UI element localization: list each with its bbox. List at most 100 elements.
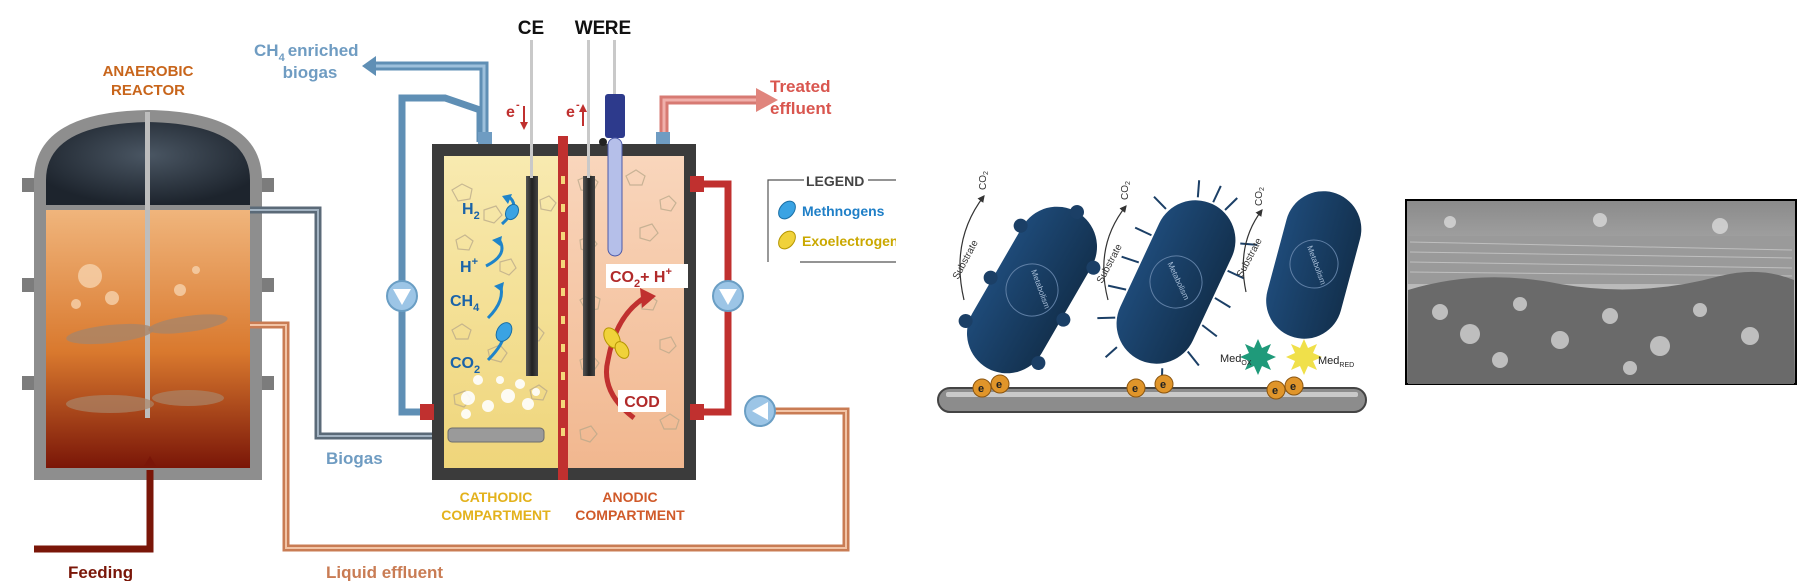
ch4-enriched-label-line2: biogas [283,63,338,82]
svg-text:e: e [1132,383,1138,395]
reference-electrode-head [605,94,625,138]
gas-bubbles [461,375,540,419]
bubble [105,291,119,305]
treated-effluent-label-line2: effluent [770,99,832,118]
ce-wire [530,40,533,178]
substrate-arrows [959,195,1263,301]
pump-blue [386,280,418,312]
membrane-pores [561,176,565,436]
counter-electrode [526,176,538,376]
stirrer-blade [152,390,224,406]
anode-product-box [606,264,688,288]
port-fitting [478,132,492,144]
anodic-label-line2: COMPARTMENT [575,507,685,523]
svg-text:e: e [1290,381,1296,393]
bacteria-panel: Metabolism Metabolism Metabolism [937,171,1367,413]
electron-label-cathode: e [506,104,515,121]
substrate-label-1: Substrate [951,238,981,281]
legend-border [767,179,896,263]
svg-text:e: e [1160,379,1166,391]
feeding-arrowhead [144,456,156,466]
port-fitting [420,404,434,420]
legend: LEGEND Methnogens Exoelectrogens [767,173,906,263]
pump-effluent [744,395,776,427]
gas-diffuser [447,427,545,443]
re-wire [613,40,616,96]
rod-electron-labels: e e e e e e [978,379,1296,397]
anaerobic-reactor: ANAEROBIC REACTOR [22,63,274,480]
port-fitting [690,404,704,420]
bacterium-cytochrome [958,205,1101,374]
biogas-label: Biogas [326,449,383,468]
we-label: WE [575,18,606,39]
stirrer-blade [66,323,154,345]
membrane [558,136,568,480]
liquid-effluent-label: Liquid effluent [326,563,443,581]
treated-effluent-arrowhead [756,88,778,112]
anodic-label-line1: ANODIC [602,489,657,505]
anode-reaction-arrowhead [640,288,656,308]
species-cod: COD [624,394,660,411]
electron-arrowhead-anode [579,104,587,112]
electrochemical-cell [420,40,704,480]
stirrer-shaft [145,112,150,418]
stirrer-blade [66,395,154,413]
bacterium-mediator [1266,191,1362,339]
port-fitting [656,132,670,144]
treated-effluent-pipe [659,95,758,142]
legend-item-exoelectrogens: Exoelectrogens [802,233,906,249]
electron-minus-anode: - [576,99,580,111]
sem-biofilm-texture [1432,213,1759,375]
bubble [78,264,102,288]
legend-title: LEGEND [806,173,864,189]
re-label: RE [605,18,631,39]
port-fitting [690,176,704,192]
svg-text:e: e [978,383,984,395]
anode-reaction-arrow [604,295,646,420]
cathode-reaction-arrowheads [492,194,512,292]
exoelectrogen-cells [603,327,630,359]
bubble [192,266,200,274]
pump-red [712,280,744,312]
methanogen-cells [495,203,520,342]
reactor-title-line2: REACTOR [111,82,185,99]
legend-item-methnogens: Methnogens [802,203,885,219]
co2-label-3: CO2 [1254,187,1266,206]
co2-label-1: CO2 [978,171,990,190]
species-hplus: H+ [460,256,478,276]
bacterium-pili [1097,180,1258,384]
species-ch4: CH4 [450,293,480,314]
stirrer-blade [148,314,228,334]
electron-arrowhead-cathode [520,122,528,130]
substrate-label-3: Substrate [1235,236,1265,279]
bubble [174,284,186,296]
reference-electrode-body [607,137,623,257]
legend-methanogen-icon [778,200,796,220]
species-h2: H2 [462,201,480,222]
reactor-title-line1: ANAEROBIC [103,63,194,80]
cod-box [618,390,666,412]
we-wire [587,40,590,178]
svg-text:e: e [1272,385,1278,397]
species-co2-hplus: CO2+ H+ [610,266,672,290]
treated-effluent-label-line1: Treated [770,77,830,96]
legend-clip [896,150,926,270]
ch4-outlet-pipe-highlight [376,64,486,140]
working-electrode [583,176,595,376]
legend-exoelectrogen-icon [778,230,796,250]
cathodic-label-line1: CATHODIC [460,489,533,505]
mediator-ox-icon [1240,339,1276,375]
electron-label-anode: e [566,104,575,121]
ch4-outlet-arrowhead [362,56,376,76]
svg-text:e: e [996,379,1002,391]
sem-micrograph [1405,199,1797,385]
ce-label: CE [518,18,544,39]
liquid-effluent-pipe-highlight [250,324,847,549]
feeding-label: Feeding [68,563,133,581]
co2-label-2: CO2 [1120,181,1132,200]
species-co2: CO2 [450,355,480,376]
treated-effluent-pipe-highlight [662,98,758,142]
bubble [71,299,81,309]
